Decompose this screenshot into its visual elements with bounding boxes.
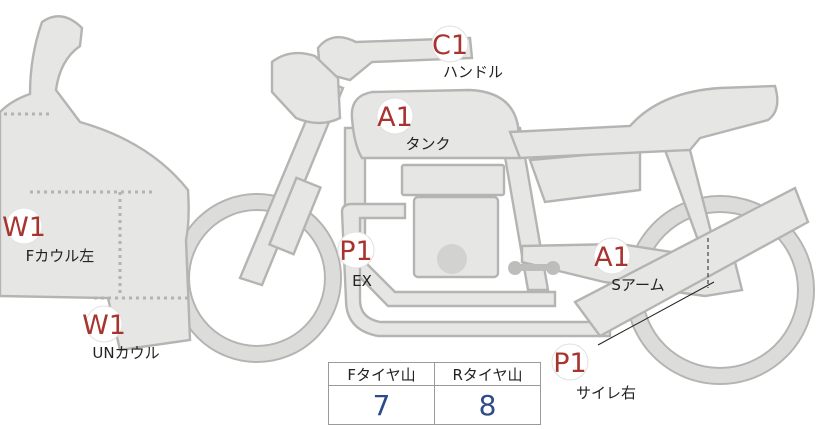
front-tire-header: Fタイヤ山 [328, 362, 435, 386]
code-badge-ex: P1 [337, 231, 375, 269]
code-badge-swing-arm: A1 [593, 237, 631, 275]
rear-tire-header: Rタイヤ山 [434, 362, 541, 386]
engine-block [412, 195, 500, 279]
svg-text:C1: C1 [432, 30, 468, 61]
silencer-leader [597, 238, 715, 346]
label-tank: タンク [405, 135, 450, 153]
code-badge-silencer: P1 [551, 343, 589, 381]
label-ex: EX [352, 272, 372, 290]
headlight [270, 51, 342, 125]
engine-cover [437, 244, 467, 274]
engine-top [400, 163, 506, 197]
code-badge-tank: A1 [376, 97, 414, 135]
svg-text:W1: W1 [82, 310, 126, 341]
chain-adjuster [508, 261, 560, 275]
code-badge-handle: C1 [431, 25, 469, 63]
svg-text:A1: A1 [377, 102, 413, 133]
exhaust-pipe [340, 202, 612, 338]
fork-cover [267, 176, 323, 256]
svg-text:P1: P1 [553, 348, 586, 379]
svg-text:A1: A1 [594, 242, 630, 273]
code-badge-under-cowl: W1 [82, 305, 126, 343]
front-tire-value: 7 [328, 385, 435, 425]
svg-text:P1: P1 [339, 236, 372, 267]
silencer [573, 186, 810, 338]
label-handle: ハンドル [443, 63, 503, 81]
seat [508, 84, 779, 160]
label-front-cowl: Fカウル左 [26, 247, 95, 265]
rear-tire-value: 8 [434, 385, 541, 425]
label-under-cowl: UNカウル [92, 344, 159, 362]
front-cowl [0, 15, 192, 352]
tire-depth-table: Fタイヤ山 Rタイヤ山 7 8 [328, 362, 541, 425]
label-swing-arm: Sアーム [611, 276, 664, 294]
svg-text:W1: W1 [2, 212, 46, 243]
code-badge-front-cowl: W1 [2, 207, 46, 245]
label-silencer: サイレ右 [576, 384, 636, 402]
